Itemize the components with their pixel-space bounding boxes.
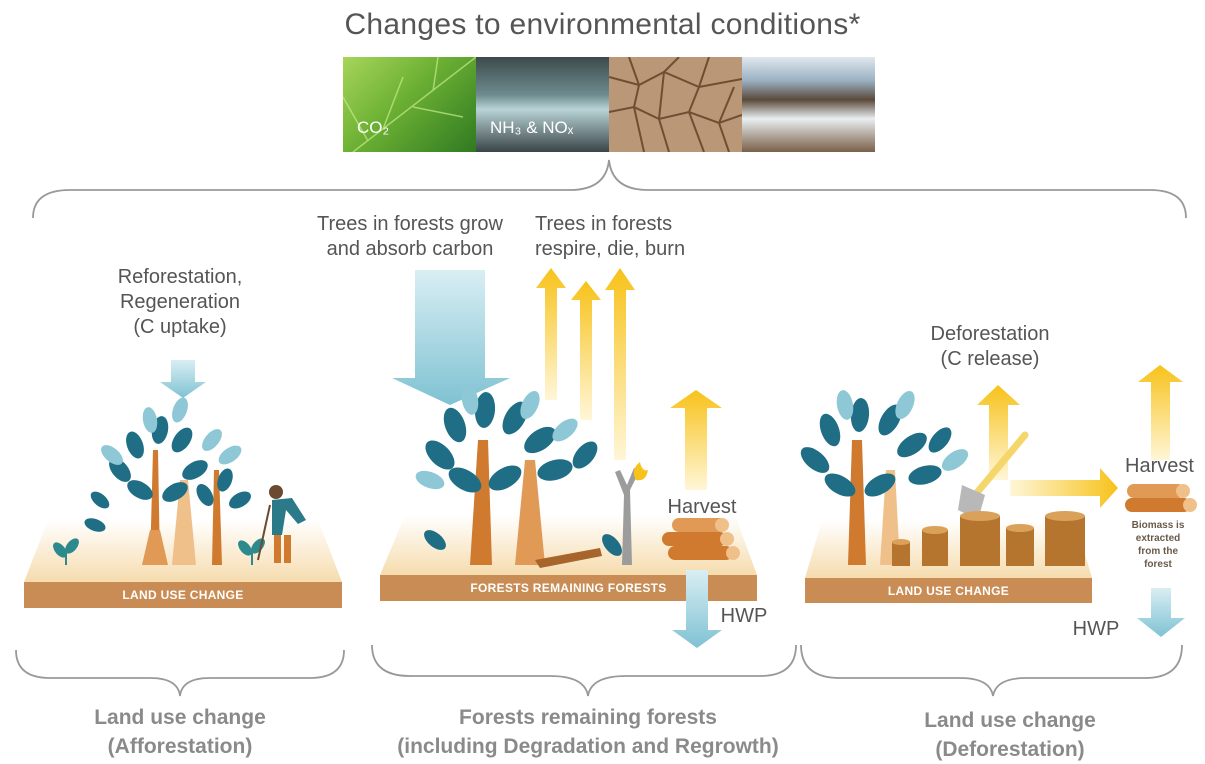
grow-line-2: and absorb carbon [326, 238, 494, 260]
leaf-veins [343, 57, 476, 152]
harvest-arrow-mid [670, 390, 722, 490]
hwp-arrow-mid [672, 570, 722, 648]
tree-left-3 [212, 470, 222, 565]
biomass-line-4: forest [1144, 559, 1172, 570]
photo-flood [742, 57, 875, 152]
section-right-line-1: Land use change [924, 709, 1096, 732]
tree-mid-1-trunk [470, 440, 492, 565]
reforestation-line-3: (C uptake) [133, 316, 227, 338]
section-left-title: Land use change (Afforestation) [30, 703, 330, 761]
deforestation-line-1: Deforestation [930, 323, 1050, 345]
biomass-note: Biomass is extracted from the forest [1118, 519, 1198, 571]
section-right-line-2: (Deforestation) [935, 738, 1085, 761]
tree-left-1 [142, 450, 168, 565]
absorb-arrow [392, 270, 510, 405]
harvest-label-right: Harvest [1125, 455, 1194, 477]
band-left-label: LAND USE CHANGE [122, 588, 244, 602]
reforestation-label: Reforestation, Regeneration (C uptake) [90, 265, 270, 340]
section-middle-title: Forests remaining forests (including Deg… [360, 703, 816, 761]
log-pile-right [1125, 484, 1197, 512]
deforestation-label: Deforestation (C release) [910, 322, 1070, 372]
dead-tree [615, 468, 640, 565]
tree-left-2 [172, 480, 196, 565]
co2-label: CO₂ [357, 118, 390, 137]
grow-absorb-label: Trees in forests grow and absorb carbon [290, 212, 530, 262]
brace-middle [371, 644, 797, 697]
biomass-line-1: Biomass is [1131, 520, 1185, 531]
respire-line-2: respire, die, burn [535, 238, 686, 260]
biomass-line-3: from the [1138, 546, 1178, 557]
respire-line-1: Trees in forests [535, 213, 673, 235]
top-brace [32, 159, 1187, 219]
hwp-label-right: HWP [1072, 618, 1120, 640]
stumps [892, 511, 1085, 566]
photo-cracked-soil [609, 57, 742, 152]
photo-river: NH₃ & NOₓ [476, 57, 609, 152]
harvest-label-mid: Harvest [667, 496, 737, 518]
flame-icon [633, 462, 648, 481]
photo-leaf: CO₂ [343, 57, 476, 152]
tree-right-trunk [848, 440, 866, 565]
brace-left [15, 649, 345, 697]
diagram-title: Changes to environmental conditions* [344, 8, 861, 41]
log-pile-mid [662, 518, 740, 560]
tree-mid-2-trunk [515, 460, 545, 565]
nh3-nox-label: NH₃ & NOₓ [490, 118, 574, 137]
hwp-arrow-right [1137, 588, 1185, 637]
extract-arrow [1010, 468, 1118, 508]
release-arrow [977, 385, 1020, 480]
uptake-arrow-left [160, 360, 206, 398]
grow-line-1: Trees in forests grow [317, 213, 503, 235]
band-right-shape [805, 578, 1092, 603]
respire-label: Trees in forests respire, die, burn [535, 212, 735, 262]
reforestation-line-2: Regeneration [119, 291, 241, 313]
harvest-arrow-right [1138, 365, 1183, 460]
deforestation-line-2: (C release) [940, 348, 1040, 370]
section-right-title: Land use change (Deforestation) [860, 706, 1160, 764]
band-right-label: LAND USE CHANGE [887, 584, 1010, 598]
soil-cracks [609, 57, 742, 152]
section-left-line-1: Land use change [94, 706, 266, 729]
hwp-label-mid: HWP [720, 605, 768, 627]
section-left-line-2: (Afforestation) [107, 735, 253, 758]
respire-arrow-2 [571, 281, 601, 420]
respire-arrow-1 [536, 268, 566, 400]
section-middle-line-2: (including Degradation and Regrowth) [397, 735, 779, 758]
gardener-figure [257, 485, 306, 563]
band-left-shape [24, 582, 342, 608]
fallen-log [535, 548, 602, 568]
brace-right [800, 644, 1183, 697]
band-middle-label: FORESTS REMAINING FORESTS [470, 581, 667, 595]
reforestation-line-1: Reforestation, [117, 266, 243, 288]
biomass-line-2: extracted [1135, 533, 1181, 544]
respire-arrow-3 [605, 268, 635, 460]
section-middle-line-1: Forests remaining forests [459, 706, 717, 729]
